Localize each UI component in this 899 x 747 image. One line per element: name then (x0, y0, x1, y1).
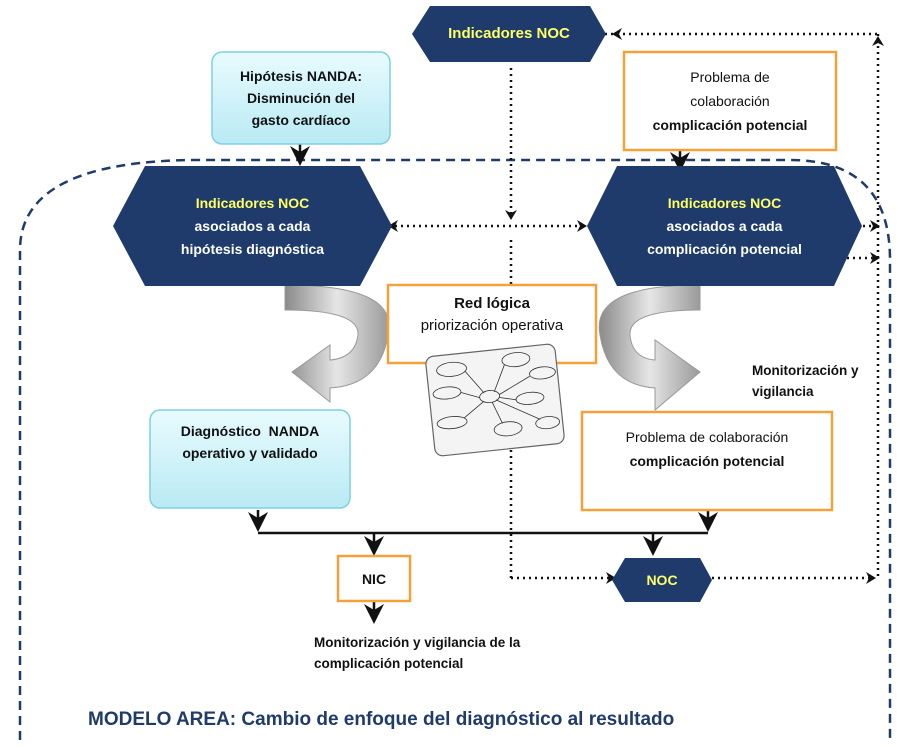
hipotesis-line1: Hipótesis NANDA: (239, 68, 363, 84)
problema-top-box (622, 50, 838, 152)
noc-right-line2: asociados a cada (666, 217, 783, 234)
diagnostico-line2: operativo y validado (182, 445, 318, 461)
monitorizacion-right-line2: vigilancia (752, 384, 814, 399)
solid-connectors (248, 143, 718, 624)
monitorizacion-bottom-line2: complicación potencial (314, 656, 464, 671)
monitorizacion-bottom-line1: Monitorización y vigilancia de la (314, 635, 521, 650)
hipotesis-line3: gasto cardíaco (251, 112, 351, 128)
footer-title: MODELO AREA: Cambio de enfoque del diagn… (88, 708, 848, 732)
network-sketch-image (425, 343, 565, 457)
hipotesis-line2: Disminución del (246, 90, 356, 106)
nic-box (336, 554, 412, 603)
diagnostico-label: Diagnóstico NANDA operativo y validado (150, 412, 350, 472)
monitorizacion-bottom-label: Monitorización y vigilancia de la compli… (314, 632, 574, 674)
red-logica-label: Red lógica priorización operativa (388, 285, 596, 345)
red-logica-line2: priorización operativa (420, 317, 564, 334)
noc-left-label: Indicadores NOC asociados a cada hipótes… (113, 166, 392, 286)
noc-right-line3: complicación potencial (647, 240, 802, 257)
hipotesis-box (211, 51, 391, 145)
noc-right-hexagon (587, 166, 862, 286)
noc-right-label: Indicadores NOC asociados a cada complic… (587, 166, 862, 286)
hipotesis-label: Hipótesis NANDA: Disminución del gasto c… (212, 52, 390, 144)
monitorizacion-right-line1: Monitorización y (752, 363, 859, 378)
top-noc-hexagon (412, 6, 606, 62)
footer-title-text: MODELO AREA: Cambio de enfoque del diagn… (88, 709, 675, 730)
problema-mid-line2: complicación potencial (629, 453, 785, 469)
modelo-area-boundary (18, 158, 892, 740)
problema-mid-label: Problema de colaboración complicación po… (582, 412, 832, 486)
red-logica-line1: Red lógica (454, 295, 530, 312)
top-noc-label: Indicadores NOC (412, 6, 606, 62)
problema-top-line2: colaboración (690, 93, 770, 109)
noc-bottom-label: NOC (612, 558, 712, 602)
curved-arrow-right (598, 284, 701, 412)
noc-left-line2: asociados a cada (194, 217, 311, 234)
nic-text: NIC (361, 570, 387, 587)
top-noc-text: Indicadores NOC (448, 25, 570, 42)
curved-arrow-left (284, 284, 390, 404)
problema-mid-box (580, 410, 834, 512)
nic-label: NIC (338, 556, 410, 601)
noc-right-line1: Indicadores NOC (667, 194, 782, 211)
monitorizacion-right-label: Monitorización y vigilancia (752, 360, 892, 402)
noc-left-line3: hipótesis diagnóstica (180, 240, 325, 257)
problema-top-label: Problema de colaboración complicación po… (624, 52, 836, 150)
noc-left-hexagon (113, 166, 392, 286)
diagnostico-line1: Diagnóstico NANDA (180, 423, 320, 439)
dotted-arrowheads (388, 28, 884, 584)
problema-top-line3: complicación potencial (652, 117, 808, 133)
noc-bottom-text: NOC (646, 572, 678, 588)
problema-mid-line1: Problema de colaboración (625, 429, 789, 445)
noc-left-line1: Indicadores NOC (195, 194, 310, 211)
problema-top-line1: Problema de (690, 69, 770, 85)
noc-bottom-hexagon (612, 558, 712, 602)
diagnostico-box (149, 409, 351, 509)
